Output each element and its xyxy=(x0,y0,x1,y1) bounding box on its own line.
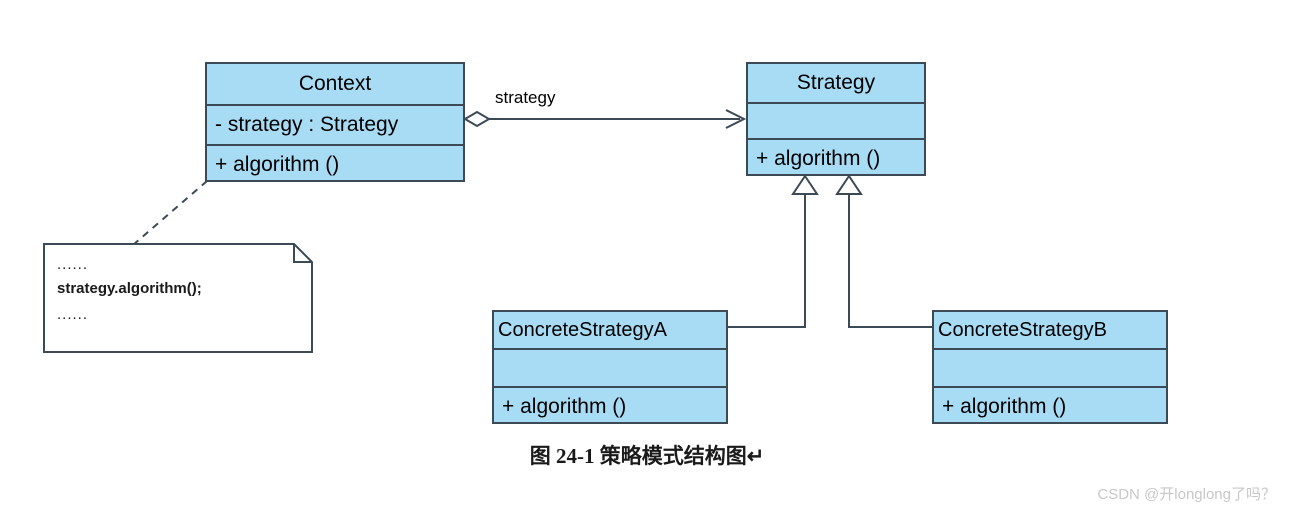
uml-class-concrete-strategy-b[interactable]: ConcreteStrategyB + algorithm () xyxy=(932,310,1168,424)
class-name-concrete-strategy-b: ConcreteStrategyB xyxy=(938,318,1107,341)
note-line-2: strategy.algorithm(); xyxy=(57,279,202,297)
class-attributes-context: - strategy : Strategy xyxy=(207,104,463,144)
class-attributes-concrete-strategy-b xyxy=(934,348,1166,386)
open-arrowhead-icon xyxy=(725,109,747,129)
association-context-strategy xyxy=(463,109,747,129)
class-name-concrete-strategy-a: ConcreteStrategyA xyxy=(498,318,667,341)
uml-class-strategy[interactable]: Strategy + algorithm () xyxy=(746,62,926,176)
uml-note[interactable]: ...... strategy.algorithm(); ...... xyxy=(43,243,312,353)
class-name-context: Context xyxy=(298,72,372,95)
association-role-label: strategy xyxy=(495,88,556,107)
generalization-line-a xyxy=(728,192,806,328)
generalization-concrete-b xyxy=(835,174,932,328)
class-attributes-strategy xyxy=(748,102,924,138)
note-text-block: ...... strategy.algorithm(); ...... xyxy=(43,243,312,353)
note-line-3: ...... xyxy=(57,305,89,323)
inheritance-triangle-icon xyxy=(791,174,819,195)
uml-class-context[interactable]: Context - strategy : Strategy + algorith… xyxy=(205,62,465,182)
class-name-strategy: Strategy xyxy=(796,71,876,94)
note-body-shape xyxy=(43,243,313,353)
note-fold-icon xyxy=(293,244,312,263)
class-operations-strategy: + algorithm () xyxy=(748,138,924,178)
class-attributes-concrete-strategy-a xyxy=(494,348,726,386)
watermark: CSDN @开longlong了吗？ xyxy=(1097,486,1276,503)
note-outline xyxy=(43,243,313,353)
generalization-line-b xyxy=(848,192,932,328)
note-anchor-line xyxy=(132,180,208,246)
uml-class-concrete-strategy-a[interactable]: ConcreteStrategyA + algorithm () xyxy=(492,310,728,424)
note-line-1: ...... xyxy=(57,256,89,273)
inheritance-triangle-icon xyxy=(835,174,863,195)
figure-caption: 图 24-1 策略模式结构图↵ xyxy=(529,444,765,468)
class-operations-concrete-strategy-b: + algorithm () xyxy=(934,386,1166,426)
aggregation-diamond-icon xyxy=(463,110,491,128)
generalization-concrete-a xyxy=(728,174,819,328)
class-operations-concrete-strategy-a: + algorithm () xyxy=(494,386,726,426)
class-operations-context: + algorithm () xyxy=(207,144,463,184)
